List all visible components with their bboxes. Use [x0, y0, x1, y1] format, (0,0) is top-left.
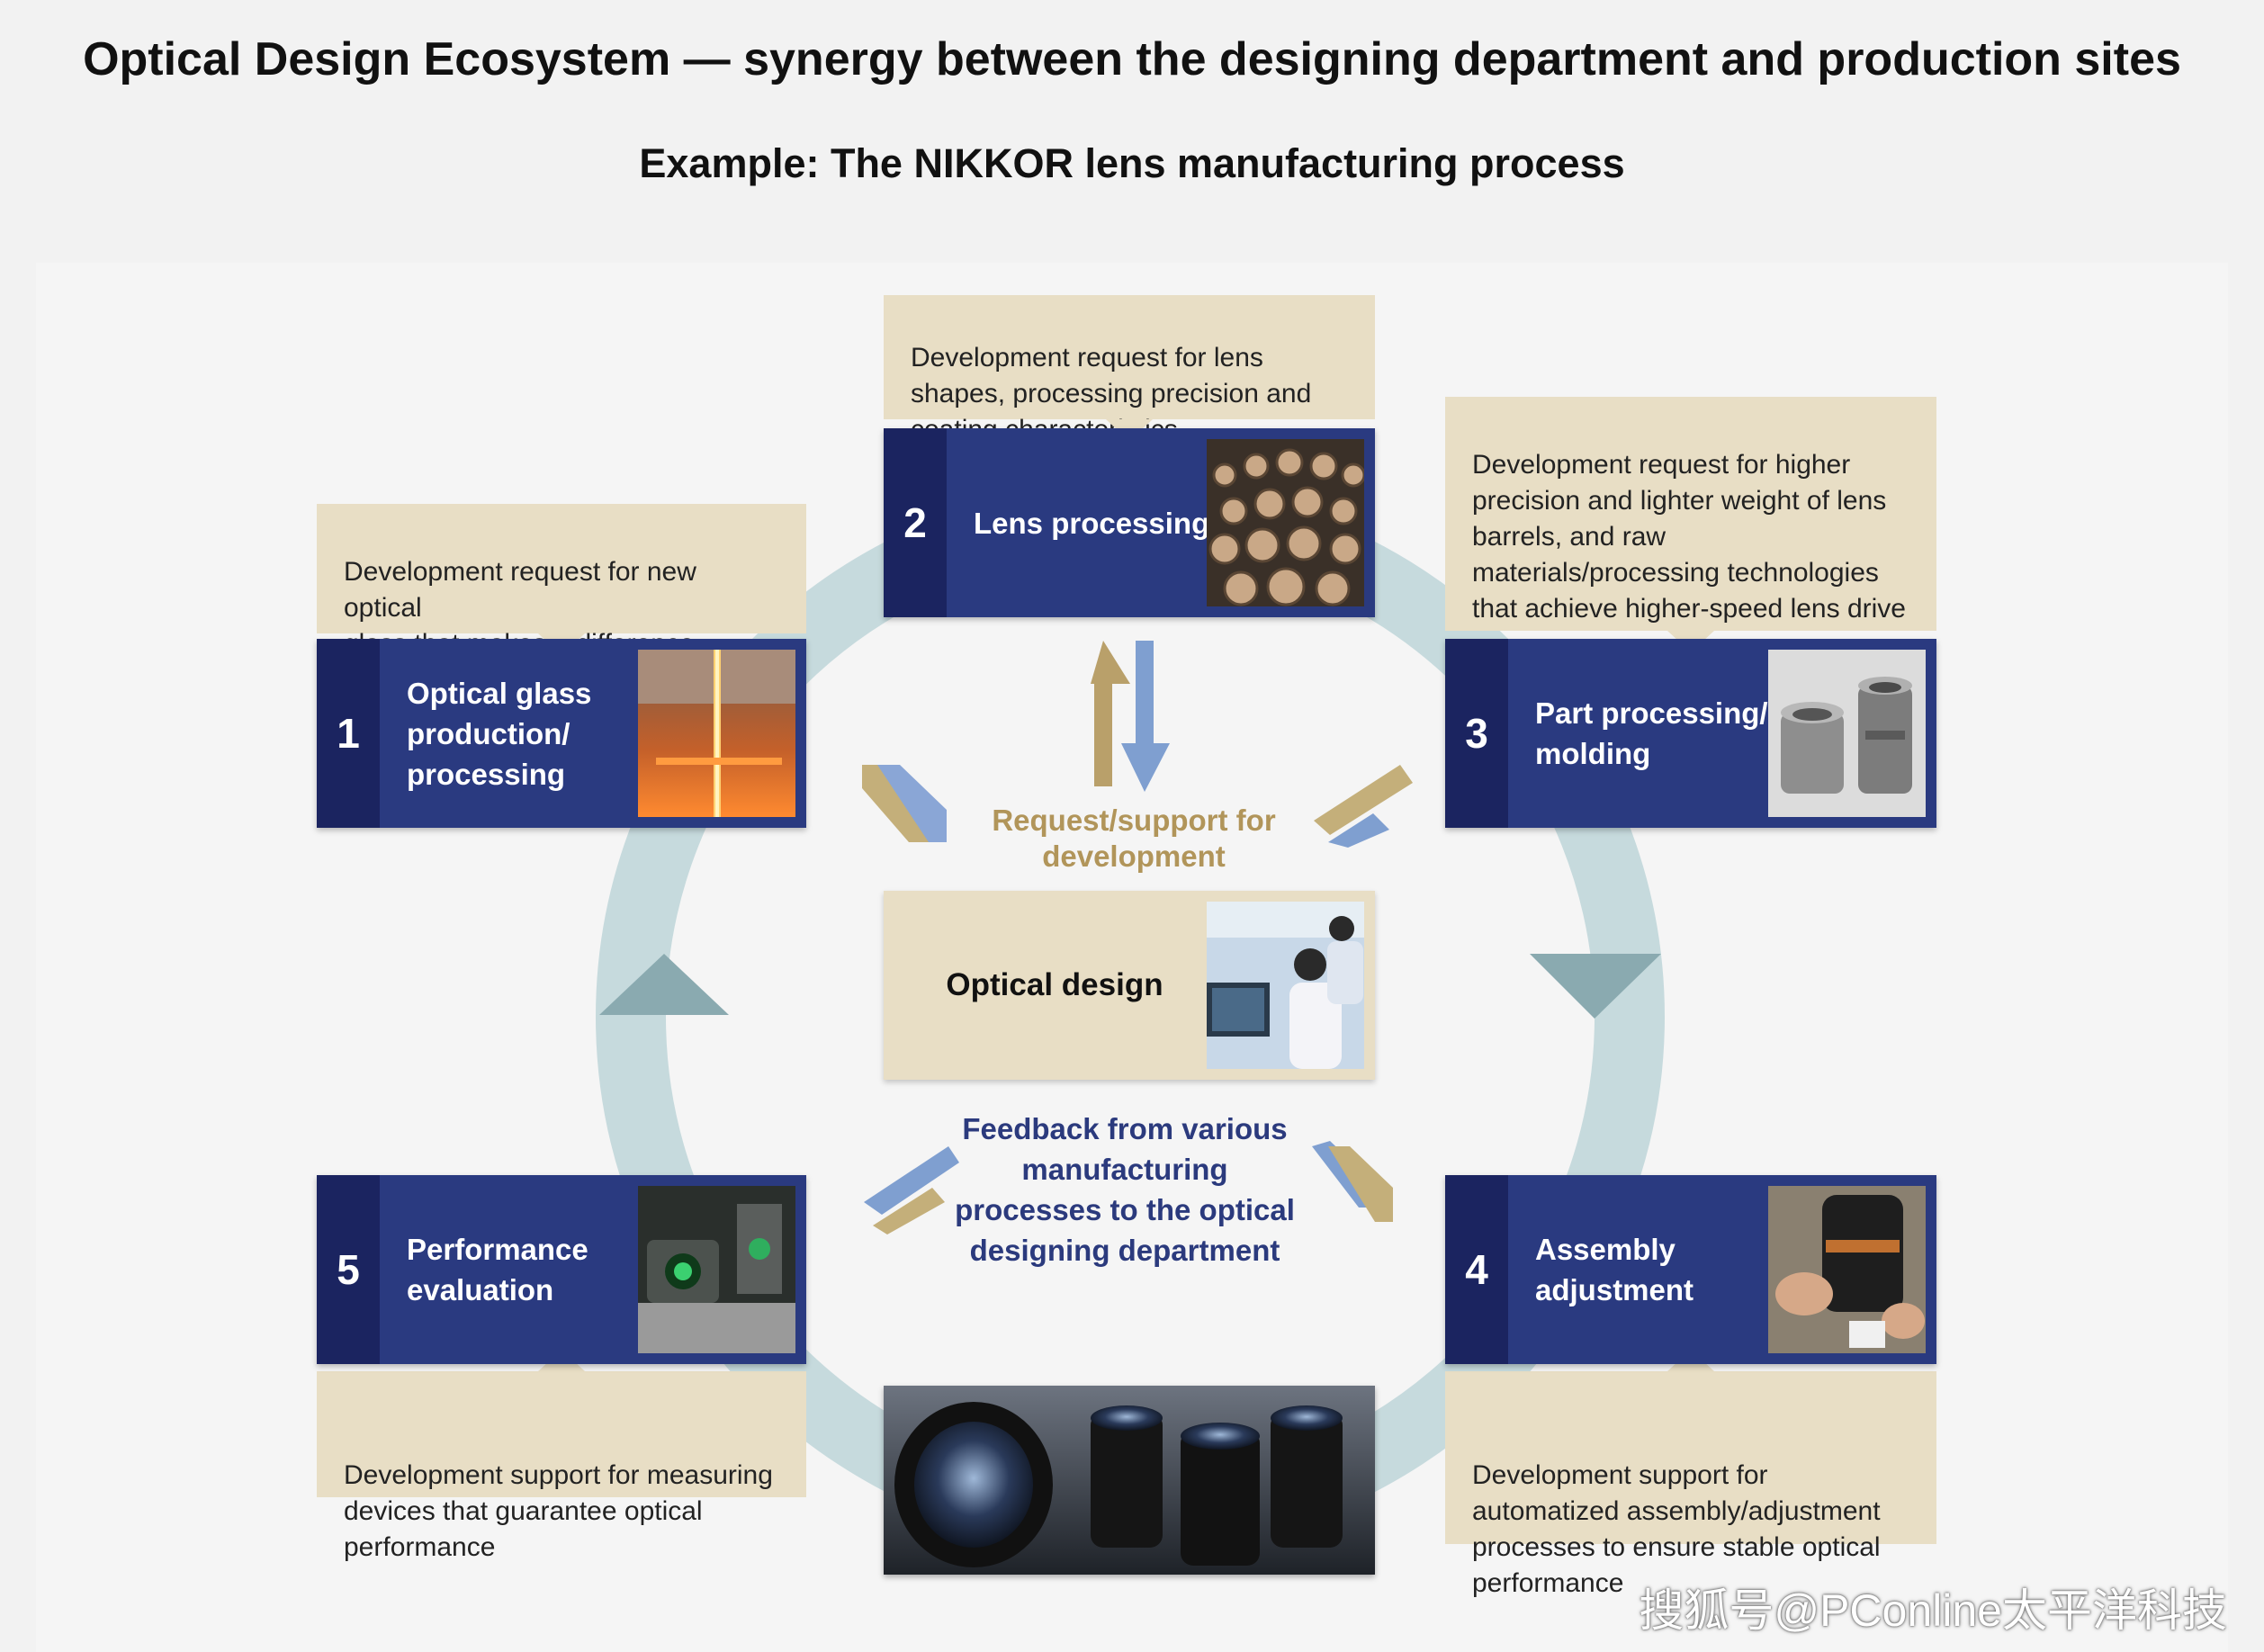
step-label: Assembly adjustment: [1535, 1233, 1694, 1306]
step-label: Lens processing: [974, 506, 1210, 540]
optical-design-label: Optical design: [946, 967, 1163, 1002]
nikkor-lenses-photo: [884, 1386, 1375, 1575]
step-number: 2: [884, 428, 947, 617]
step-number: 3: [1445, 639, 1508, 828]
ring-arrow-right-icon: [1530, 954, 1661, 1019]
request-support-text: Request/support for development: [992, 804, 1276, 873]
step-2-lens-processing: 2 Lens processing: [884, 428, 1375, 617]
note-text: Development support for measuring device…: [344, 1460, 773, 1562]
step-label: Performance evaluation: [407, 1233, 588, 1306]
step-3-part-processing: 3 Part processing/ molding: [1445, 639, 1936, 828]
glass-furnace-photo: [638, 650, 795, 817]
optical-design-box: Optical design: [884, 891, 1375, 1080]
page-subtitle: Example: The NIKKOR lens manufacturing p…: [639, 140, 1625, 186]
step-number: 4: [1445, 1175, 1508, 1364]
step-number: 1: [317, 639, 380, 828]
ring-arrow-left-icon: [599, 954, 729, 1015]
watermark: 搜狐号@PConline太平洋科技: [1639, 1585, 2227, 1636]
note-step-2: Development request for lens shapes, pro…: [884, 295, 1375, 444]
note-step-3: Development request for higher precision…: [1445, 397, 1936, 652]
note-step-5: Development support for measuring device…: [317, 1350, 806, 1562]
assembly-photo: [1768, 1186, 1926, 1353]
measuring-device-photo: [638, 1186, 795, 1353]
note-step-4: Development support for automatized asse…: [1445, 1350, 1936, 1598]
step-5-performance-evaluation: 5 Performance evaluation: [317, 1175, 806, 1364]
step-label: Optical glass production/ processing: [407, 676, 592, 791]
designer-photo: [1207, 902, 1364, 1069]
feedback-text: Feedback from various manufacturing proc…: [955, 1112, 1295, 1267]
step-1-optical-glass: 1 Optical glass production/ processing: [317, 639, 806, 828]
lens-tray-photo: [1207, 439, 1364, 606]
note-text: Development support for automatized asse…: [1472, 1460, 1881, 1598]
step-4-assembly-adjustment: 4 Assembly adjustment: [1445, 1175, 1936, 1364]
step-label: Part processing/ molding: [1535, 696, 1768, 770]
step-number: 5: [317, 1175, 380, 1364]
note-text: Development request for higher precision…: [1472, 450, 1906, 624]
page-title: Optical Design Ecosystem — synergy betwe…: [83, 33, 2181, 85]
metal-parts-photo: [1768, 650, 1926, 817]
note-step-1: Development request for new optical glas…: [317, 504, 806, 659]
